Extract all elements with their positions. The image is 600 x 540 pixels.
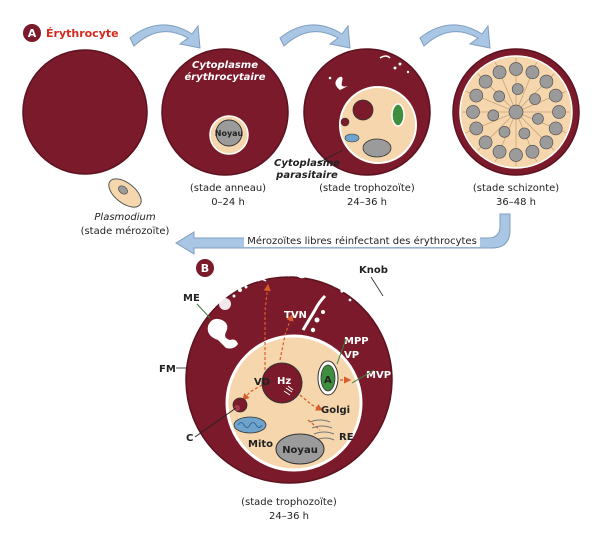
curved-arrow-3: [419, 24, 491, 49]
mvp-leader: [351, 369, 375, 384]
merozoite-nucleus: [509, 148, 523, 162]
re-label: RE: [339, 432, 354, 443]
merozoite-nucleus: [478, 135, 493, 150]
panel-b-letter: B: [201, 262, 209, 275]
merozoite-nucleus: [539, 135, 554, 150]
panel-b-badge: B: [196, 259, 214, 277]
merozoite-shape: [108, 178, 142, 208]
ring-time-label: 0–24 h: [211, 197, 245, 208]
knob-label: Knob: [359, 265, 388, 276]
erythrocyte-schizont-stage: [452, 48, 580, 176]
digestive-vacuole: [261, 362, 303, 404]
ring-stage-label: (stade anneau): [190, 183, 266, 194]
mpp-leader: [336, 338, 347, 365]
parasite-nucleus: [275, 433, 325, 465]
merozoite-nucleus: [518, 127, 531, 140]
c-leader: [194, 407, 237, 438]
merozoite-nucleus: [498, 126, 511, 138]
mito-label: Mito: [248, 439, 273, 450]
me-leader: [196, 303, 211, 319]
merozoite-stage-label: (stade mérozoïte): [81, 225, 170, 237]
me-label: ME: [183, 293, 200, 304]
trophozoite-parasite-small: [328, 55, 417, 164]
schizont-stage-label: (stade schizonte): [473, 183, 559, 194]
plasmodium-label: Plasmodium: [94, 212, 155, 223]
panel-b-stage-label: (stade trophozoïte): [241, 497, 337, 508]
merozoite-nucleus: [469, 121, 484, 136]
erythrocyte-vesicles: [232, 273, 352, 333]
fm-label: FM: [159, 364, 176, 375]
hz-label: Hz: [277, 376, 291, 387]
ring-noyau-label: Noyau: [215, 129, 244, 138]
cytostome: [232, 397, 248, 413]
mvp-label: MVP: [366, 370, 391, 381]
vp-label: VP: [344, 350, 359, 361]
merozoite-nucleus: [525, 144, 540, 159]
ring-parasite: Noyau: [209, 115, 249, 155]
curved-arrow-1: [129, 24, 201, 49]
golgi-label: Golgi: [321, 405, 350, 416]
cytoplasme-parasitaire-leader: [317, 149, 344, 164]
merozoite-nucleus: [539, 74, 554, 89]
a-label: A: [324, 375, 332, 386]
merozoite-nucleus: [511, 83, 524, 95]
cytoplasme-parasitaire-l2: parasitaire: [275, 170, 338, 181]
schizont-time-label: 36–48 h: [496, 197, 536, 208]
cytoplasme-parasitaire-l1: Cytoplasme: [274, 158, 340, 169]
panel-a-badge: A: [23, 24, 41, 42]
tropho-stage-label: (stade trophozoïte): [319, 183, 415, 194]
noyau-label: Noyau: [282, 445, 318, 456]
panel-b-time-label: 24–36 h: [269, 511, 309, 522]
merozoite-nucleus: [492, 144, 507, 159]
merozoite-nucleus: [466, 105, 480, 119]
vd-label: VD: [254, 377, 270, 388]
hemozoin: [283, 385, 294, 396]
panel-a-letter: A: [28, 27, 37, 40]
merozoite-nucleus: [548, 88, 563, 103]
merozoite-nucleus: [478, 74, 493, 89]
cytoplasme-erythrocytaire-l1: Cytoplasme: [192, 60, 258, 71]
tvn-swirl: [207, 318, 238, 349]
merozoite-nucleus: [509, 62, 523, 76]
curved-arrow-2: [279, 24, 351, 49]
tvn-label: TVN: [284, 310, 307, 321]
merozoite-nucleus: [487, 109, 500, 122]
merozoite-nucleus: [548, 121, 563, 136]
tropho-time-label: 24–36 h: [347, 197, 387, 208]
merozoite-nucleus: [529, 93, 541, 105]
merozoite-nucleus: [508, 104, 524, 120]
tvn-blob: [219, 298, 231, 310]
c-label: C: [186, 433, 193, 444]
cytoplasme-erythrocytaire-l2: érythrocytaire: [184, 71, 265, 83]
schizont-merozoites: [462, 58, 570, 166]
merozoite-nucleus: [532, 112, 544, 125]
apicoplast: [317, 360, 339, 396]
knob-leader: [370, 276, 384, 297]
merozoite-nucleus: [525, 65, 540, 80]
mpp-label: MPP: [344, 336, 369, 347]
erythrocyte-title: Érythrocyte: [46, 27, 119, 40]
merozoites-reinfect-text: Mérozoïtes libres réinfectant des érythr…: [247, 235, 477, 247]
erythrocyte-uninfected: [22, 49, 148, 175]
merozoite-nucleus: [493, 90, 506, 103]
merozoite-nucleus: [492, 65, 507, 80]
merozoite-nucleus: [469, 88, 484, 103]
erythrocyte-ring-stage: [161, 48, 289, 176]
mitochondrion: [233, 416, 267, 434]
merozoite-nucleus: [552, 105, 566, 119]
return-arrow: [175, 213, 511, 255]
